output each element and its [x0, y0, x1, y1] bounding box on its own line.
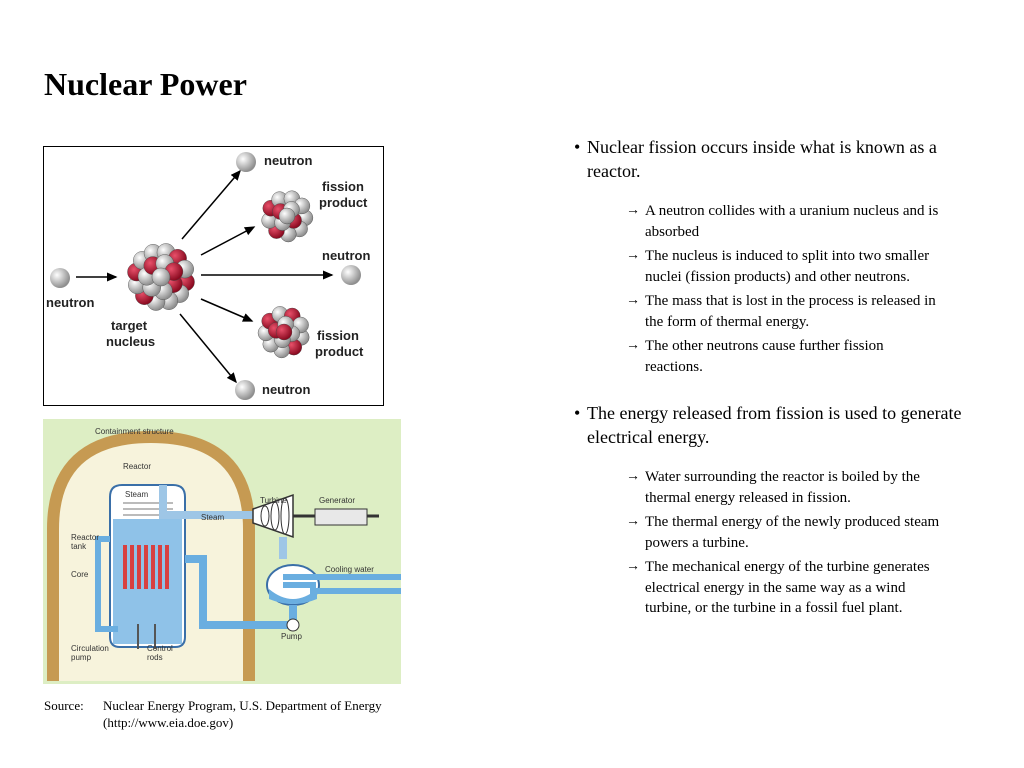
cooling-water-lines: [283, 574, 401, 594]
label-steam-inside: Steam: [125, 490, 148, 499]
circulation-pipe: [95, 536, 118, 632]
label-reactor-tank-2: tank: [71, 542, 87, 551]
label-fission-top-1: fission: [322, 179, 364, 194]
sub-item: →Water surrounding the reactor is boiled…: [626, 469, 920, 506]
sub-item: →The thermal energy of the newly produce…: [626, 514, 940, 551]
control-rods: [137, 624, 156, 649]
pump: [286, 618, 300, 632]
fuel-rod: [151, 545, 155, 589]
label-neutron-bottom: neutron: [262, 382, 310, 397]
label-reactor-tank-1: Reactor: [71, 533, 99, 542]
fuel-rod: [123, 545, 127, 589]
sub-item: →The mass that is lost in the process is…: [626, 293, 936, 330]
fuel-rod: [130, 545, 134, 589]
label-steam-pipe: Steam: [201, 513, 224, 522]
target-nucleus: [127, 243, 195, 311]
turbine: [252, 493, 294, 539]
bullet-1-subitems: →A neutron collides with a uranium nucle…: [574, 201, 974, 377]
neutron-top: [236, 152, 256, 172]
label-fission-bottom-2: product: [315, 344, 364, 359]
fission-product-top: [261, 190, 314, 243]
nucleon: [151, 267, 171, 287]
sub-item: →The nucleus is induced to split into tw…: [626, 248, 930, 285]
fission-diagram-svg: neutron fission product neutron neutron …: [46, 152, 370, 400]
bullet-2-subitems: →Water surrounding the reactor is boiled…: [574, 467, 974, 619]
fuel-rod: [144, 545, 148, 589]
fuel-rod: [158, 545, 162, 589]
fission-product-bottom: [257, 306, 310, 359]
nucleon: [275, 323, 293, 341]
bullet-text-area: •Nuclear fission occurs inside what is k…: [574, 135, 974, 623]
label-fission-top-2: product: [319, 195, 368, 210]
label-neutron-right: neutron: [322, 248, 370, 263]
label-fission-bottom-1: fission: [317, 328, 359, 343]
sub-item: →The other neutrons cause further fissio…: [626, 338, 884, 375]
label-cooling-water: Cooling water: [325, 565, 374, 574]
label-circulation-2: pump: [71, 653, 92, 662]
reactor-core: [123, 545, 169, 589]
label-pump: Pump: [281, 632, 302, 641]
label-circulation-1: Circulation: [71, 644, 109, 653]
sub-item: →The mechanical energy of the turbine ge…: [626, 559, 930, 616]
fuel-rod: [165, 545, 169, 589]
fission-diagram: neutron fission product neutron neutron …: [43, 146, 384, 406]
label-containment: Containment structure: [95, 427, 174, 436]
source-label: Source:: [44, 698, 84, 713]
generator: [314, 508, 368, 526]
neutron-bottom: [235, 380, 255, 400]
bullet-1: •Nuclear fission occurs inside what is k…: [574, 137, 937, 181]
bullet-2: •The energy released from fission is use…: [574, 403, 962, 447]
nucleon: [278, 207, 296, 225]
slide-title: Nuclear Power: [44, 66, 247, 102]
label-reactor: Reactor: [123, 462, 151, 471]
label-control-2: rods: [147, 653, 163, 662]
label-target-1: target: [111, 318, 148, 333]
source-line-2: (http://www.eia.doe.gov): [103, 715, 234, 730]
label-target-2: nucleus: [106, 334, 155, 349]
label-core: Core: [71, 570, 89, 579]
incoming-neutron: [50, 268, 70, 288]
source-line-1: Nuclear Energy Program, U.S. Department …: [103, 698, 382, 713]
label-neutron-left: neutron: [46, 295, 94, 310]
fuel-rod: [137, 545, 141, 589]
steam-pipe: [159, 485, 258, 519]
reactor-diagram-svg: Containment structure Reactor Steam Turb…: [43, 419, 401, 684]
neutron-right: [341, 265, 361, 285]
label-control-1: Control: [147, 644, 173, 653]
label-generator: Generator: [319, 496, 355, 505]
reactor-diagram: Containment structure Reactor Steam Turb…: [43, 419, 401, 684]
feedwater-pipe: [185, 555, 297, 629]
label-neutron-top: neutron: [264, 153, 312, 168]
sub-item: →A neutron collides with a uranium nucle…: [626, 203, 939, 240]
label-turbine: Turbine: [260, 496, 287, 505]
